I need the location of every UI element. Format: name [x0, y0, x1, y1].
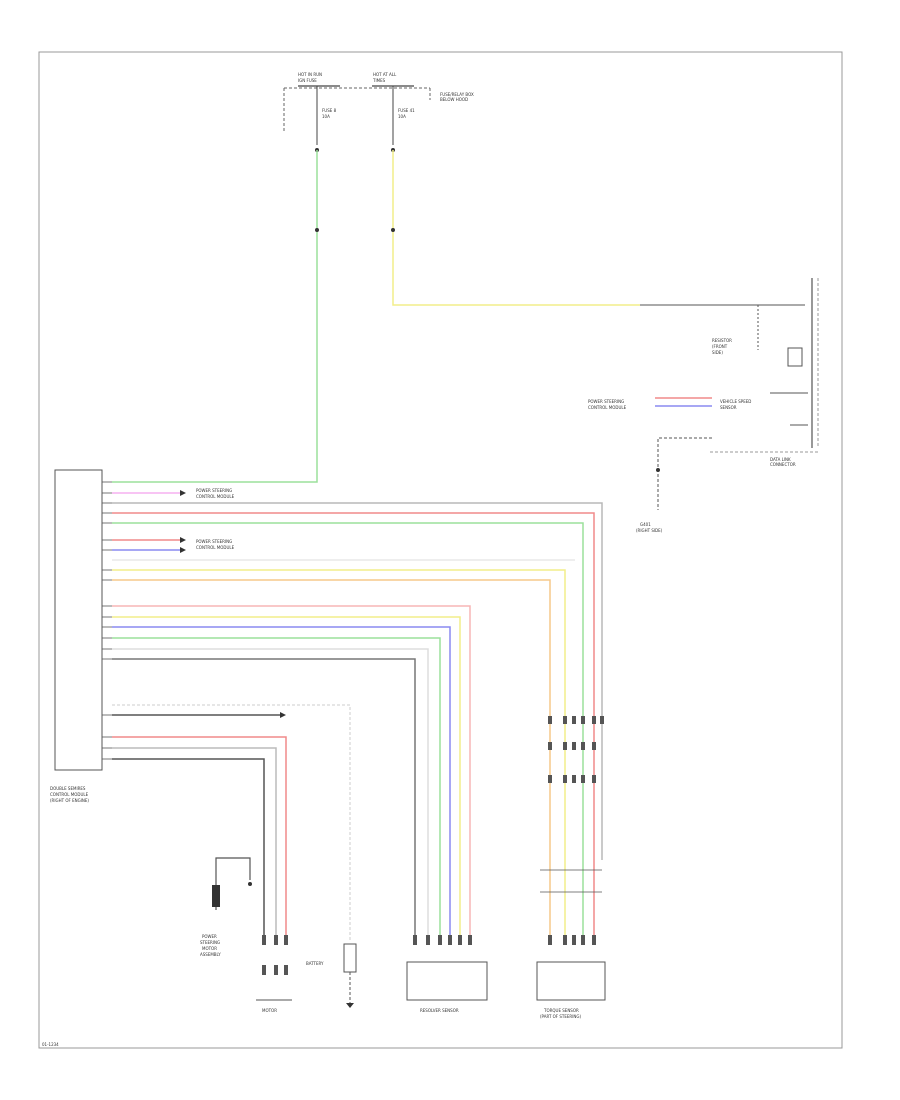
resolver-pins: [413, 935, 472, 945]
fuse-label-hot-in-run: HOT IN RUN: [298, 72, 322, 77]
torque-sensor-label-2: (PART OF STEERING): [540, 1014, 581, 1019]
torque-sensor-box: [536, 961, 606, 1001]
fuse-block-label: FUSE/RELAY BOX: [440, 92, 474, 97]
wire-orange-1: [112, 579, 551, 945]
fuse-b-amp: 10A: [398, 114, 406, 119]
torque-connector-marks: [548, 716, 604, 783]
ref-vss-right-1: VEHICLE SPEED: [720, 399, 751, 404]
dlc-label-2: CONNECTOR: [770, 462, 796, 467]
fuse-b-label: FUSE 41: [398, 108, 415, 113]
wire-green-ign: [112, 150, 318, 483]
control-module-label-3: (RIGHT OF ENGINE): [50, 798, 89, 803]
resolver-sensor-box: [406, 961, 488, 1001]
battery-symbol: [343, 943, 357, 973]
fuse-a-label: FUSE 8: [322, 108, 337, 113]
wire-dark-motor: [112, 758, 265, 945]
bottom-tag: 01-1234: [42, 1042, 59, 1047]
wire-blue-2: [112, 626, 451, 945]
dlc-side-text-3: SIDE): [712, 350, 723, 355]
wire-ground-right: [657, 437, 712, 510]
motor-label-3: MOTOR: [202, 946, 217, 951]
resolver-sensor-label: RESOLVER SENSOR: [420, 1008, 459, 1013]
fuse-label-times: TIMES: [372, 78, 386, 83]
fuse-block-outline: [283, 87, 431, 132]
motor-sub-label: MOTOR: [262, 1008, 277, 1013]
diagram-frame: [38, 51, 843, 1049]
control-module-label-2: CONTROL MODULE: [50, 792, 89, 797]
ground-right-label-1: G401: [640, 522, 651, 527]
wire-red-motor: [112, 736, 287, 945]
wire-dark-2: [112, 658, 416, 945]
ref-vss-label-1: POWER STEERING: [588, 399, 624, 404]
ref-arrow-pink: [180, 490, 186, 496]
ground-right-node: [656, 468, 660, 472]
wire-yellow-1: [112, 569, 566, 945]
ref-arrow-blue: [180, 547, 186, 553]
control-module-label-1: DOUBLE SEMIRES: [50, 786, 86, 791]
dlc-component: [787, 347, 803, 367]
torque-pins: [548, 935, 596, 945]
pin-stubs: [102, 481, 112, 760]
dlc-label: DATA LINK: [770, 457, 791, 462]
wire-red-1: [112, 512, 595, 945]
ref-vss-right-2: SENSOR: [720, 405, 737, 410]
torque-sensor-label-1: TORQUE SENSOR: [543, 1008, 579, 1013]
batt-arrow: [280, 712, 286, 718]
fuse-label-hot-at-all: HOT AT ALL: [373, 72, 397, 77]
control-module-box: [54, 469, 103, 771]
motor-label-1: POWER: [202, 934, 217, 939]
motor-ground-wire: [215, 857, 251, 910]
ref-rb-label-1: POWER STEERING: [196, 539, 232, 544]
motor-pins: [262, 935, 288, 975]
wire-yellow-2: [112, 616, 461, 945]
fuse-a-amp: 10A: [322, 114, 330, 119]
ref-pink-label-2: CONTROL MODULE: [196, 494, 235, 499]
splice-yellow-1: [391, 228, 395, 232]
ground-right-label-2: (RIGHT SIDE): [636, 528, 663, 533]
wire-gray-1: [112, 502, 603, 860]
wire-gray-batt: [112, 704, 351, 940]
ref-vss-label-2: CONTROL MODULE: [588, 405, 627, 410]
wire-gray-2: [112, 648, 429, 945]
ref-rb-label-2: CONTROL MODULE: [196, 545, 235, 550]
ref-arrow-red: [180, 537, 186, 543]
motor-ground-node: [248, 882, 252, 886]
fuse-block-label-2: BELOW HOOD: [440, 97, 468, 102]
battery-label: BATTERY: [306, 961, 324, 966]
motor-label-2: STEERING: [200, 940, 220, 945]
battery-ground-tri: [346, 1003, 354, 1008]
wire-gray-motor: [112, 747, 277, 945]
dlc-side-text-2: (FRONT: [712, 344, 728, 349]
fuse-label-ign: IGN FUSE: [298, 78, 317, 83]
wire-yellow-batt: [392, 150, 640, 306]
splice-green-1: [315, 228, 319, 232]
motor-ground-block: [212, 885, 220, 907]
wire-green-2: [112, 637, 441, 945]
wire-green-1: [112, 522, 584, 945]
motor-label-4: ASSEMBLY: [200, 952, 221, 957]
wire-red-2: [112, 605, 471, 945]
ref-pink-label-1: POWER STEERING: [196, 488, 232, 493]
dlc-side-text-1: RESISTOR: [712, 338, 732, 343]
